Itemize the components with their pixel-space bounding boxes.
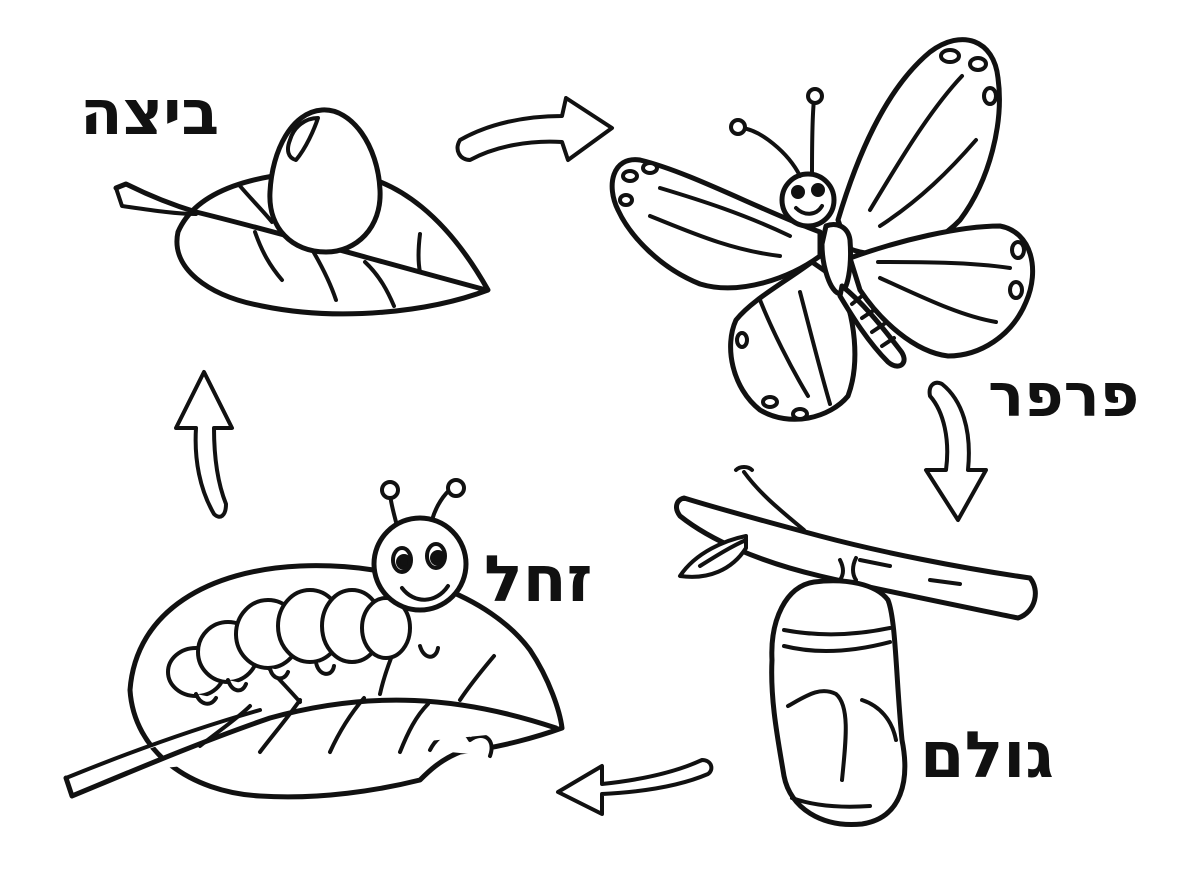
caterpillar-stage-label: זחל bbox=[484, 543, 593, 617]
cycle-arrow-egg-to-butterfly bbox=[455, 96, 614, 162]
butterfly-illustration bbox=[609, 37, 1036, 422]
egg-on-leaf-illustration bbox=[113, 107, 491, 317]
cycle-arrow-pupa-to-caterpillar bbox=[556, 758, 714, 816]
egg-icon bbox=[267, 107, 383, 255]
pupa-stage-label: גולם bbox=[920, 719, 1054, 793]
egg-stage-label: ביצה bbox=[80, 76, 220, 149]
chrysalis-on-branch-illustration bbox=[674, 465, 1038, 828]
cycle-arrow-caterpillar-to-egg bbox=[174, 370, 234, 519]
butterfly-stage-label: פרפר bbox=[988, 361, 1140, 431]
caterpillar-on-leaf-illustration bbox=[63, 478, 565, 800]
cycle-arrow-butterfly-to-pupa bbox=[924, 380, 988, 522]
butterfly-face-icon bbox=[779, 171, 837, 229]
